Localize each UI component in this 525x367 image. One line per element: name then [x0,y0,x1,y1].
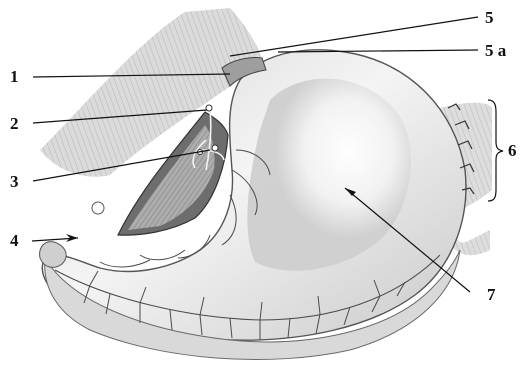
pyloric-ring [92,202,104,214]
diaphragm-band [40,8,262,177]
label-5: 5 [485,8,494,27]
label-4: 4 [10,231,19,250]
label-7: 7 [487,285,496,304]
label-2: 2 [10,114,19,133]
label-1: 1 [10,67,19,86]
pylorus [40,242,67,268]
arrowhead-4 [66,234,78,242]
label-3: 3 [10,172,19,191]
label-6: 6 [508,141,517,160]
label-5a: 5 a [485,41,507,60]
